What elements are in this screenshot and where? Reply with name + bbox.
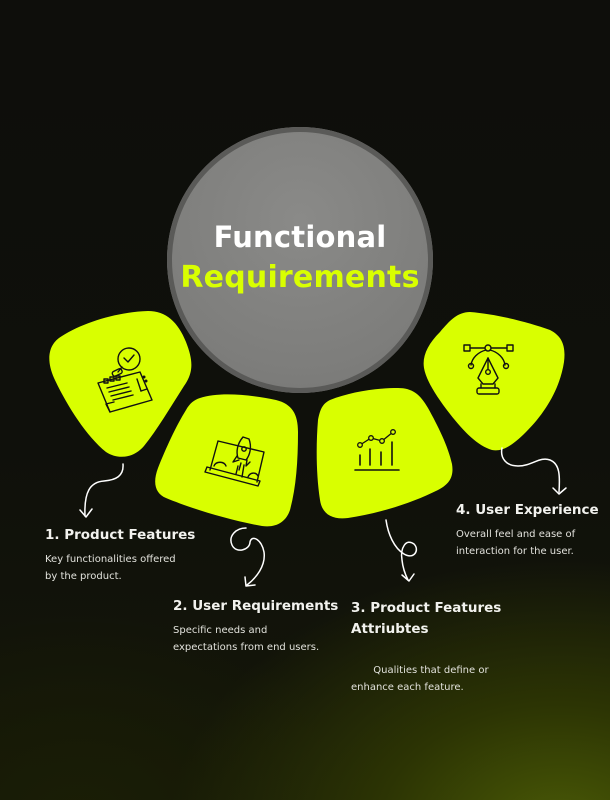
step-3-description: Qualities that define or enhance each fea… xyxy=(351,645,531,713)
step-4-title: 4. User Experience xyxy=(456,502,599,518)
step-3: 3. Product Features Attriubtes Qualities… xyxy=(351,598,531,713)
petal-1 xyxy=(49,311,192,457)
step-3-desc-line-1: Qualities that define or xyxy=(370,665,489,676)
pen-tool-bezier-icon xyxy=(463,344,514,395)
arrow-2-icon xyxy=(230,527,265,586)
step-2-desc-line-1: Specific needs and xyxy=(173,625,268,636)
step-1-title: 1. Product Features xyxy=(45,527,196,543)
petal-2 xyxy=(155,394,298,527)
step-1-desc-line-2: by the product. xyxy=(45,571,122,582)
step-3-title: 3. Product Features Attriubtes xyxy=(351,598,531,640)
step-3-title-line-1: 3. Product Features xyxy=(351,600,502,616)
step-2-title: 2. User Requirements xyxy=(173,598,339,614)
step-4-desc-line-1: Overall feel and ease of xyxy=(456,529,576,540)
hub-circle: Functional Requirements xyxy=(167,127,433,393)
step-1-description: Key functionalities offered by the produ… xyxy=(45,551,225,585)
document-search-icon xyxy=(97,347,153,413)
step-2-desc-line-2: expectations from end users. xyxy=(173,642,320,653)
petal-4 xyxy=(423,312,565,451)
arrow-4-head-icon xyxy=(552,487,567,495)
step-2: 2. User Requirements Specific needs and … xyxy=(173,596,353,656)
step-4-desc-line-2: interaction for the user. xyxy=(456,546,574,557)
arrow-3-head-icon xyxy=(401,573,415,582)
step-1: 1. Product Features Key functionalities … xyxy=(45,525,225,585)
step-1-desc-line-1: Key functionalities offered xyxy=(45,554,176,565)
rocket-launch-laptop-icon xyxy=(204,436,265,487)
step-4-description: Overall feel and ease of interaction for… xyxy=(456,526,610,560)
arrow-3-icon xyxy=(385,519,418,581)
arrow-2-head-icon xyxy=(244,576,256,587)
arrow-4-icon xyxy=(500,447,561,493)
step-4: 4. User Experience Overall feel and ease… xyxy=(456,500,610,560)
title-line-2: Requirements xyxy=(180,260,420,295)
bar-chart-trend-icon xyxy=(354,429,400,471)
step-3-desc-line-2: enhance each feature. xyxy=(351,682,464,693)
arrow-1-icon xyxy=(84,463,124,517)
step-2-description: Specific needs and expectations from end… xyxy=(173,622,353,656)
title-line-1: Functional xyxy=(213,220,387,254)
arrow-1-head-icon xyxy=(79,508,93,518)
petal-3 xyxy=(316,388,453,519)
step-3-title-line-2: Attriubtes xyxy=(351,621,429,637)
